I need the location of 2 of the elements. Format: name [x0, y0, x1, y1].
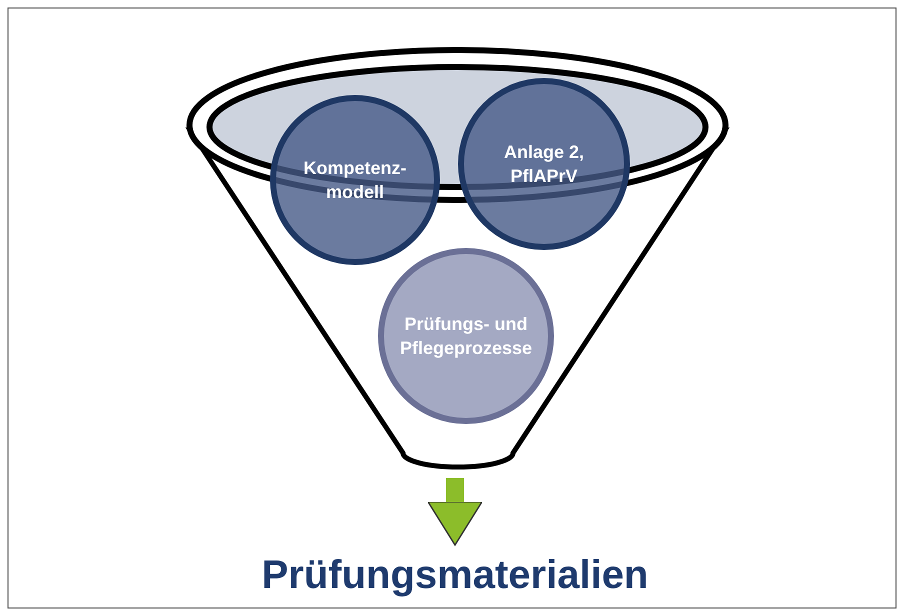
result-title: Prüfungsmaterialien — [262, 552, 648, 598]
block-arrow — [427, 478, 483, 546]
